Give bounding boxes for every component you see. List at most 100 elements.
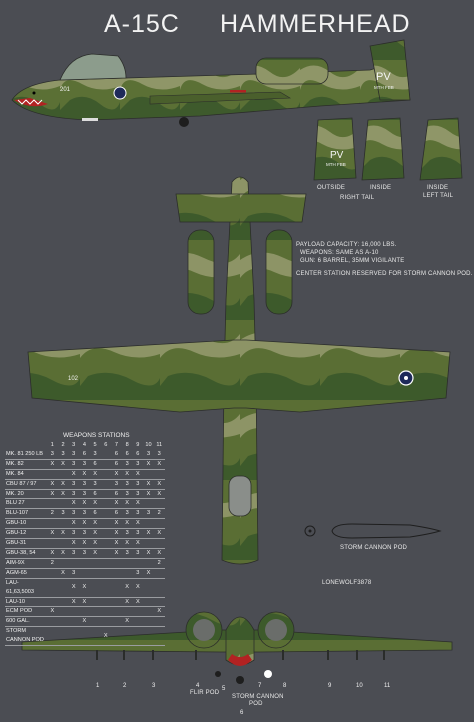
weapon-name: BLU 27 [5,498,47,510]
weapon-station-cell: 3 [57,508,69,520]
weapon-station-cell: 3 [143,449,154,460]
nose-number: 201 [60,87,71,93]
weapon-station-cell: 3 [121,528,133,540]
weapon-station-cell [111,626,122,647]
weapon-station-cell [111,606,122,618]
weapon-station-cell: 6 [89,489,101,500]
weapon-station-cell [153,568,165,579]
weapon-station-cell: X [68,518,80,530]
weapon-station-cell: 6 [111,508,122,520]
weapon-station-cell: X [153,548,165,559]
weapon-name: MK. 84 [5,469,47,480]
weapon-station-cell: X [57,528,69,540]
weapon-station-cell: X [79,518,90,530]
weapon-station-cell: X [79,578,90,598]
weapon-station-cell: X [68,469,80,480]
weapon-station-cell [57,597,69,608]
weapon-station-cell [121,568,133,579]
front-station-6: 6 [240,710,244,716]
weapon-station-cell: X [47,479,58,490]
weapon-station-cell: X [89,548,101,559]
weapon-station-cell: X [100,626,112,647]
weapon-station-cell [100,606,112,618]
weapon-station-cell [143,626,154,647]
station-header-6: 6 [104,442,108,448]
weapon-station-cell: X [121,616,133,628]
weapon-station-cell: X [89,538,101,549]
weapon-station-cell [68,606,80,618]
weapons-table-title: WEAPONS STATIONS [63,432,130,439]
weapon-station-cell [100,578,112,598]
station-header-5: 5 [93,442,97,448]
weapon-name: AGM-65 [5,568,47,579]
weapon-station-cell [68,558,80,569]
weapon-station-cell: X [47,528,58,540]
tail-code: PV [330,150,344,161]
front-station-2: 2 [123,683,127,689]
weapon-station-cell: X [132,498,144,510]
weapon-station-cell [47,626,58,647]
weapon-station-cell: X [143,459,154,470]
weapon-station-cell: X [111,538,122,549]
weapon-station-cell: X [47,548,58,559]
weapon-station-cell: 6 [89,508,101,520]
weapon-station-cell [100,459,112,470]
weapon-name: 600 GAL. [5,616,47,628]
weapon-station-cell: 2 [153,558,165,569]
weapon-name: LAU-10 [5,597,47,608]
weapon-station-cell: 3 [121,548,133,559]
tail-views [313,117,463,181]
top-view [27,176,451,565]
weapon-station-cell [47,578,58,598]
weapon-station-cell: 6 [111,489,122,500]
station-header-10: 10 [145,442,152,448]
weapon-station-cell: X [111,498,122,510]
weapon-station-cell [57,469,69,480]
station-header-7: 7 [114,442,119,448]
station-header-2: 2 [61,442,65,448]
weapon-station-cell [132,626,144,647]
weapon-station-cell: X [121,597,133,608]
weapon-station-cell [111,568,122,579]
weapon-station-cell: 3 [132,568,144,579]
weapon-station-cell [79,558,90,569]
weapon-station-cell [57,558,69,569]
weapon-station-cell: 3 [132,508,144,520]
front-station-11: 11 [384,683,391,689]
weapon-station-cell: X [153,528,165,540]
weapon-station-cell [57,578,69,598]
storm-pod-label: POD [249,701,263,707]
weapon-station-cell: 6 [132,449,144,460]
weapon-station-cell: 3 [79,489,90,500]
storm-cannon-pod [304,523,442,539]
weapon-station-cell: 3 [79,548,90,559]
weapon-station-cell [153,597,165,608]
weapon-station-cell: X [79,498,90,510]
weapon-station-cell [100,518,112,530]
weapon-name: ECM POD [5,606,47,618]
weapon-station-cell: 3 [68,479,80,490]
weapon-station-cell [153,469,165,480]
weapon-station-cell: X [121,578,133,598]
left-tail-caption: LEFT TAIL [423,193,454,199]
weapon-station-cell: 3 [79,528,90,540]
weapon-station-cell [111,558,122,569]
weapon-station-cell: X [121,469,133,480]
weapon-station-cell [100,548,112,559]
weapon-station-cell: X [79,538,90,549]
weapon-station-cell [100,616,112,628]
weapon-station-cell [89,626,101,647]
weapon-station-cell [47,538,58,549]
station-header-4: 4 [82,442,86,448]
weapon-station-cell: 3 [79,508,90,520]
wing-number: 102 [68,376,79,382]
weapon-station-cell: 3 [68,489,80,500]
